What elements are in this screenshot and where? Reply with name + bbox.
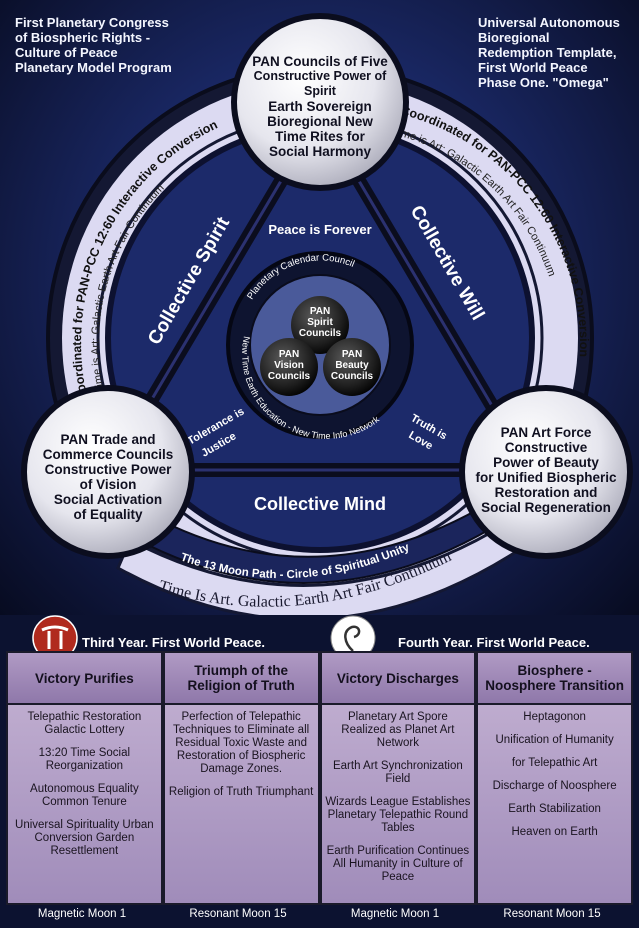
beauty-council-text: PAN Beauty Councils: [327, 349, 377, 382]
header-right: Universal Autonomous Bioregional Redempt…: [478, 15, 638, 90]
header-right-line: Universal Autonomous: [478, 15, 620, 30]
column-body: Planetary Art Spore Realized as Planet A…: [322, 705, 475, 903]
council-line: Constructive: [504, 440, 588, 455]
column-item: Wizards League Establishes Planetary Tel…: [325, 796, 471, 834]
vision-council-sphere: [260, 338, 318, 396]
column-item: Unification of Humanity: [495, 734, 614, 746]
column-item: Earth Art Synchronization Field: [332, 760, 463, 785]
column-title: Victory Purifies: [8, 653, 161, 705]
table-column: Triumph of the Religion of Truth Perfect…: [162, 651, 320, 905]
column-item: Earth Stabilization: [508, 803, 601, 815]
council-line: PAN Art Force: [500, 425, 592, 440]
council-line: PAN Councils of Five: [252, 54, 388, 69]
table-column: Victory Discharges Planetary Art Spore R…: [319, 651, 477, 905]
column-item: Telepathic Restoration Galactic Lottery: [27, 711, 142, 736]
header-left-line: of Biospheric Rights -: [15, 30, 151, 45]
column-footer: Resonant Moon 15: [503, 908, 601, 920]
beauty-line: Councils: [330, 371, 374, 382]
header-left-line: Planetary Model Program: [15, 60, 172, 75]
table-column: Biosphere - Noosphere Transition Heptago…: [476, 651, 633, 905]
column-title: Biosphere - Noosphere Transition: [478, 653, 631, 705]
fourth-year-heading: Fourth Year. First World Peace.: [398, 635, 590, 650]
council-line: for Unified Biospheric: [475, 470, 617, 485]
column-item: 13:20 Time Social Reorganization: [38, 747, 131, 772]
column-item: Universal Spirituality Urban Conversion …: [15, 819, 154, 857]
vision-line: Councils: [267, 371, 311, 382]
collective-mind-label: Collective Mind: [253, 494, 387, 514]
column-title: Triumph of the Religion of Truth: [164, 653, 318, 705]
council-line: Social Harmony: [268, 144, 372, 159]
header-right-line: Bioregional: [478, 30, 550, 45]
spirit-council-text: PAN Spirit Councils: [295, 306, 345, 339]
header-right-line: Redemption Template,: [478, 45, 617, 60]
council-line: of Equality: [73, 507, 143, 522]
column-item: Discharge of Noosphere: [492, 780, 617, 792]
vision-line: Vision: [274, 360, 304, 371]
column-item: Autonomous Equality Common Tenure: [30, 783, 139, 808]
column-item: Earth Purification Continues All Humanit…: [326, 845, 470, 883]
column-title: Victory Discharges: [321, 653, 475, 705]
third-year-heading: Third Year. First World Peace.: [82, 635, 266, 650]
column-body: Perfection of Telepathic Techniques to E…: [165, 705, 318, 903]
column-footer: Magnetic Moon 1: [37, 908, 127, 920]
column-body: Telepathic Restoration Galactic Lottery …: [8, 705, 161, 903]
spirit-council-sphere: [291, 296, 349, 354]
column-item: Religion of Truth Triumphant: [168, 786, 314, 798]
right-council-text: PAN Art Force Constructive Power of Beau…: [460, 425, 632, 515]
header-left-line: First Planetary Congress: [15, 15, 169, 30]
beauty-line: Beauty: [335, 360, 369, 371]
council-line: Restoration and: [494, 485, 598, 500]
header-left: First Planetary Congress of Biospheric R…: [15, 15, 215, 75]
council-line: Commerce Councils: [42, 447, 174, 462]
beauty-line: PAN: [341, 349, 363, 360]
council-line: Power of Beauty: [493, 455, 599, 470]
column-item: for Telepathic Art: [511, 757, 598, 769]
right-council-circle: [459, 385, 633, 559]
header-right-line: First World Peace: [478, 60, 588, 75]
column-body: Heptagonon Unification of Humanity for T…: [478, 705, 631, 903]
victory-table: Victory Purifies Telepathic Restoration …: [6, 651, 633, 905]
left-council-circle: [21, 385, 195, 559]
council-line: Bioregional New: [267, 114, 373, 129]
vision-line: PAN: [278, 349, 300, 360]
council-line: PAN Trade and: [60, 432, 156, 447]
header-left-line: Culture of Peace: [15, 45, 118, 60]
top-council-text: PAN Councils of Five Constructive Power …: [245, 54, 395, 159]
table-column: Victory Purifies Telepathic Restoration …: [6, 651, 163, 905]
left-council-text: PAN Trade and Commerce Councils Construc…: [33, 432, 183, 522]
spirit-line: Councils: [298, 328, 342, 339]
council-line: Earth Sovereign: [268, 99, 372, 114]
council-line: Social Activation: [53, 492, 163, 507]
beauty-council-sphere: [323, 338, 381, 396]
peace-label: Peace is Forever: [268, 222, 372, 237]
council-line: Constructive Power of Spirit: [253, 69, 387, 98]
column-item: Perfection of Telepathic Techniques to E…: [173, 711, 310, 775]
council-line: of Vision: [79, 477, 137, 492]
column-footer: Magnetic Moon 1: [350, 908, 440, 920]
header-right-line: Phase One. "Omega": [478, 75, 609, 90]
column-item: Heaven on Earth: [511, 826, 598, 838]
council-line: Time Rites for: [275, 129, 365, 144]
column-item: Heptagonon: [523, 711, 586, 723]
council-diagram: Coordinated for PAN-PCC 12:60 Interactiv…: [21, 13, 633, 615]
spirit-line: PAN: [309, 306, 331, 317]
top-council-circle: [231, 13, 409, 191]
column-item: Planetary Art Spore Realized as Planet A…: [341, 711, 455, 749]
council-line: Social Regeneration: [481, 500, 611, 515]
column-footer: Resonant Moon 15: [189, 908, 287, 920]
council-line: Constructive Power: [44, 462, 172, 477]
vision-council-text: PAN Vision Councils: [264, 349, 314, 382]
spirit-line: Spirit: [307, 317, 333, 328]
